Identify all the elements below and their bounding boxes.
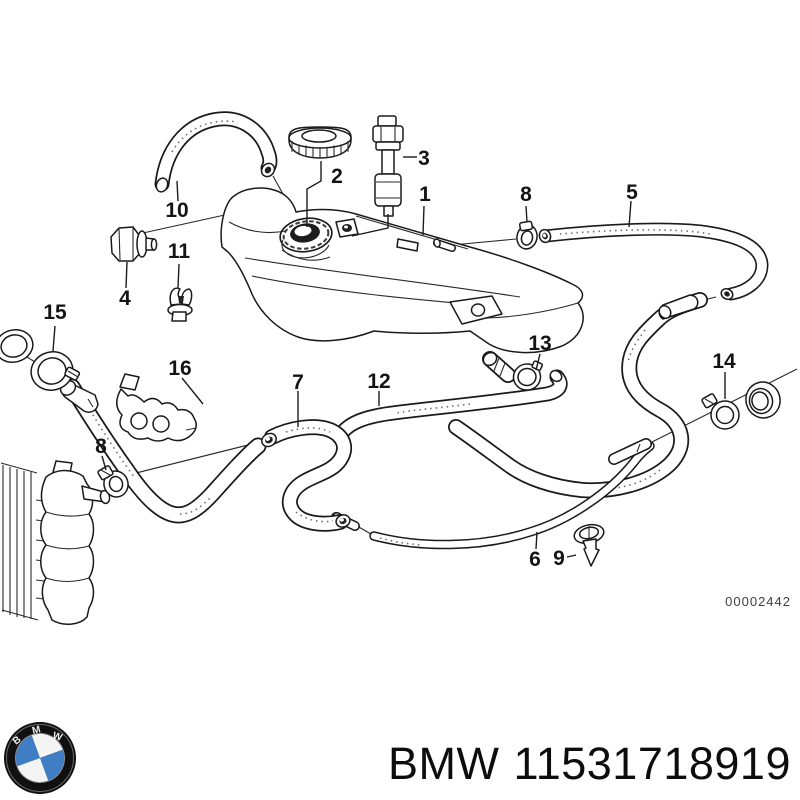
hose-7: [261, 419, 353, 532]
logo-quadrant-top-right: [31, 733, 64, 758]
callout-16: 16: [168, 357, 191, 380]
callout-1: 1: [419, 183, 431, 206]
clamp-8-right: [516, 220, 538, 250]
callout-3: 3: [418, 147, 430, 170]
clamp-15-group: [0, 329, 81, 391]
callout-10: 10: [165, 199, 188, 222]
hose-5: [538, 222, 769, 301]
callouts: 1 2 3 4 5 6 7 8 8 9 10 11 12 13 14 15 16: [43, 147, 736, 571]
callout-9: 9: [553, 547, 565, 570]
logo-quadrant-bottom-right: [40, 749, 65, 782]
level-switch-valve: [372, 115, 404, 217]
bracket: [116, 373, 197, 442]
footer: B M W BMW 11531718919: [4, 722, 791, 794]
radiator: [0, 460, 111, 625]
tank-nipple: [396, 238, 419, 252]
callout-6: 6: [529, 548, 541, 571]
hex-fitting: [110, 226, 158, 262]
pipe-end-ring: [745, 381, 781, 419]
leader-lines: [52, 156, 726, 558]
expansion-tank: [220, 187, 584, 354]
callout-14: 14: [712, 350, 736, 373]
callout-8-right: 8: [520, 183, 532, 206]
return-pipe-hose: [448, 292, 708, 499]
tank-cap: [288, 126, 352, 159]
clamp-14-group: [701, 381, 781, 430]
logo-quadrant-bottom-left: [16, 758, 49, 783]
callout-7: 7: [292, 371, 304, 394]
clamp-8-left: [97, 465, 129, 498]
diagram-code: 00002442: [725, 594, 791, 609]
filler-neck: [279, 217, 333, 259]
callout-15: 15: [43, 301, 67, 324]
clip: [167, 287, 193, 322]
callout-13: 13: [528, 332, 551, 355]
logo-quadrant-top-left: [15, 734, 40, 767]
callout-11: 11: [168, 240, 191, 263]
radiator-hose: [59, 378, 267, 524]
callout-2: 2: [331, 165, 343, 188]
callout-8-left: 8: [95, 435, 107, 458]
part-number-title: BMW 11531718919: [388, 738, 791, 789]
callout-4: 4: [119, 287, 131, 310]
bmw-logo: B M W: [4, 722, 76, 794]
brand-name: BMW: [388, 738, 500, 789]
hose-12: [331, 369, 568, 445]
logo-letter-w: W: [51, 730, 64, 744]
part-number: 11531718919: [514, 738, 791, 789]
outlet-fitting-13: [482, 351, 544, 391]
expansion-rivet: [573, 523, 605, 567]
logo-letter-m: M: [31, 724, 42, 737]
callout-12: 12: [367, 370, 390, 393]
callout-5: 5: [626, 181, 638, 204]
